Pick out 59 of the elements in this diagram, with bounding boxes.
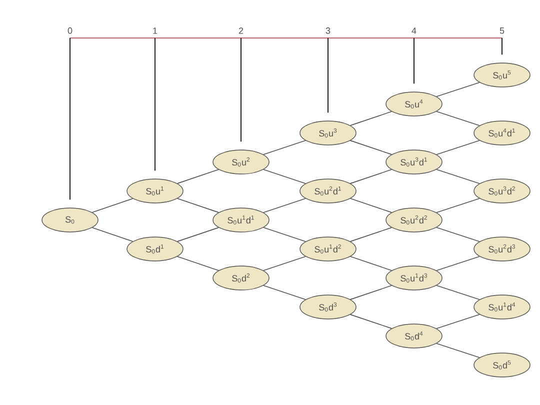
price-node: S$_{0}$d$^{3}$ xyxy=(300,294,356,320)
connector-line xyxy=(436,343,480,358)
price-node: S$_{0}$d$^{1}$ xyxy=(126,236,184,262)
connector-line xyxy=(177,227,219,242)
connector-line xyxy=(436,256,480,271)
connector-line xyxy=(350,140,392,155)
price-node: S$_{0}$u$^{4}$d$^{1}$ xyxy=(474,120,530,146)
price-node: S$_{0}$u$^{1}$d$^{2}$ xyxy=(300,236,356,262)
connector-line xyxy=(263,198,306,213)
connector-line xyxy=(436,169,480,184)
connector-line xyxy=(350,169,392,184)
price-node: S$_{0}$d$^{4}$ xyxy=(386,324,442,348)
connector-line xyxy=(350,285,392,300)
connector-line xyxy=(177,169,219,184)
price-node: S$_{0}$u$^{5}$ xyxy=(474,62,530,88)
connector-line xyxy=(263,169,306,184)
leader-line xyxy=(154,38,156,172)
price-node: S$_{0}$d$^{5}$ xyxy=(474,352,530,378)
connector-line xyxy=(263,285,306,300)
price-node: S$_{0}$u$^{3}$d$^{1}$ xyxy=(386,150,442,174)
connector-line xyxy=(177,256,219,271)
leader-line xyxy=(240,38,242,142)
connector-line xyxy=(436,82,480,97)
price-node: S$_{0}$u$^{2}$d$^{3}$ xyxy=(474,236,530,262)
connector-line xyxy=(436,227,480,242)
connector-line xyxy=(436,140,480,155)
price-node: S$_{0}$u$^{3}$ xyxy=(300,120,356,146)
connector-line xyxy=(436,198,480,213)
price-node: S$_{0}$ xyxy=(42,208,98,232)
price-node: S$_{0}$u$^{1}$d$^{3}$ xyxy=(386,266,442,290)
connector-line xyxy=(177,198,219,213)
connector-line xyxy=(436,285,480,300)
connector-line xyxy=(436,314,480,329)
connector-line xyxy=(263,256,306,271)
connector-line xyxy=(263,227,306,242)
time-step-label: 4 xyxy=(412,28,416,34)
connector-line xyxy=(92,198,134,213)
price-node: S$_{0}$u$^{1}$ xyxy=(126,178,184,204)
connector-line xyxy=(436,111,480,126)
price-node: S$_{0}$d$^{2}$ xyxy=(212,266,270,290)
time-step-label: 3 xyxy=(326,27,330,34)
price-node: S$_{0}$u$^{1}$d$^{1}$ xyxy=(212,208,270,232)
price-node: S$_{0}$u$^{2}$d$^{2}$ xyxy=(386,208,442,232)
price-node: S$_{0}$u$^{4}$ xyxy=(386,92,442,116)
connector-line xyxy=(350,111,392,126)
price-node: S$_{0}$u$^{2}$d$^{1}$ xyxy=(300,178,356,204)
connector-line xyxy=(92,227,134,242)
connector-line xyxy=(350,198,392,213)
price-node: S$_{0}$u$^{2}$ xyxy=(212,150,270,174)
time-step-label: 5 xyxy=(500,28,504,34)
time-step-label: 1 xyxy=(153,28,158,34)
price-node: S$_{0}$u$^{3}$d$^{2}$ xyxy=(474,178,530,204)
connector-line xyxy=(350,227,392,242)
time-step-label: 2 xyxy=(238,28,244,34)
connector-line xyxy=(263,140,306,155)
connector-line xyxy=(350,256,392,271)
price-node: S$_{0}$u$^{1}$d$^{4}$ xyxy=(474,294,530,320)
connector-line xyxy=(350,314,392,329)
time-step-label: 0 xyxy=(68,27,72,34)
